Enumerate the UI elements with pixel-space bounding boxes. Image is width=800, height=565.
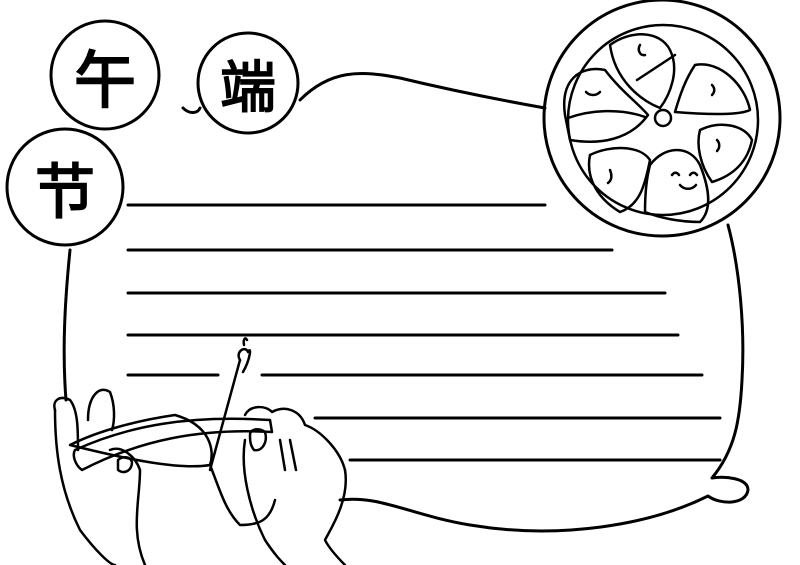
zongzi-plate-illustration <box>542 0 782 238</box>
title-circle-2 <box>196 31 300 135</box>
title-circle-1 <box>49 19 161 131</box>
title-char-jie: 节 <box>35 157 95 228</box>
writing-frame <box>62 72 750 533</box>
title-circle-3 <box>5 127 125 247</box>
title-char-wu: 午 <box>73 44 136 117</box>
title-char-duan: 端 <box>220 55 276 121</box>
hands-zongzi-illustration <box>53 337 348 565</box>
writing-lines <box>126 203 722 462</box>
